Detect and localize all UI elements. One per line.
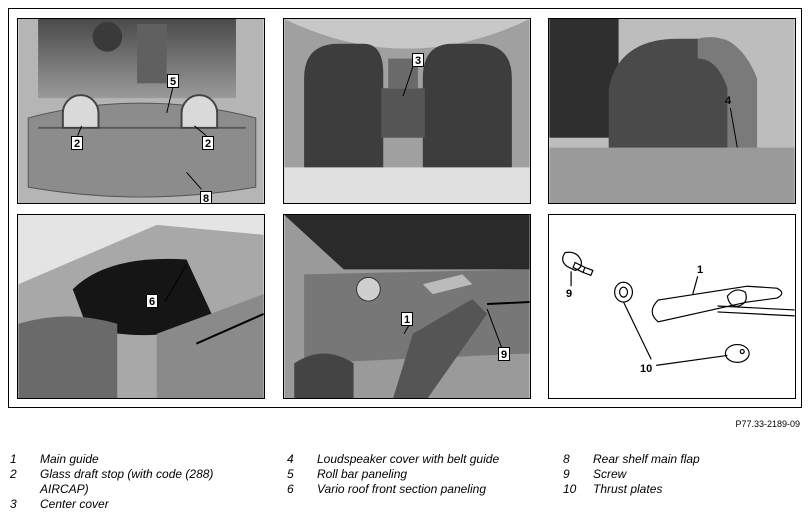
callout-10-drawing: 10 <box>640 363 653 375</box>
legend-text: Rear shelf main flap <box>593 452 700 466</box>
legend-item: 8 Rear shelf main flap <box>563 452 803 467</box>
legend-number: 4 <box>287 452 294 466</box>
panel-exploded-parts: 9 1 10 <box>548 214 796 399</box>
legend-number: 9 <box>563 467 570 481</box>
legend-item: 9 Screw <box>563 467 803 482</box>
legend-text: Glass draft stop (with code (288) AIRCAP… <box>40 467 214 496</box>
rear-shelf-photo <box>18 19 264 203</box>
legend-column-3: 8 Rear shelf main flap 9 Screw 10 Thrust… <box>563 452 803 497</box>
legend-item: 6 Vario roof front section paneling <box>287 482 557 497</box>
legend-text: Screw <box>593 467 627 481</box>
callout-6: 6 <box>146 294 159 308</box>
legend-column-1: 1 Main guide 2 Glass draft stop (with co… <box>10 452 250 512</box>
callout-1: 1 <box>401 312 414 326</box>
vario-roof-photo <box>18 215 264 398</box>
legend-text: Roll bar paneling <box>317 467 408 481</box>
legend-text: Thrust plates <box>593 482 663 496</box>
legend-item: 1 Main guide <box>10 452 250 467</box>
exploded-parts-drawing <box>549 215 795 398</box>
legend-item: 3 Center cover <box>10 497 250 512</box>
legend-number: 1 <box>10 452 17 466</box>
legend-number: 8 <box>563 452 570 466</box>
panel-rear-shelf-top-view: 2 2 5 8 <box>17 18 265 204</box>
center-cover-photo <box>284 19 530 203</box>
panel-loudspeaker-cover: 4 <box>548 18 796 204</box>
panel-center-cover: 3 <box>283 18 531 204</box>
panel-vario-roof-paneling: 6 <box>17 214 265 399</box>
callout-2-left: 2 <box>71 136 84 150</box>
legend-text: Loudspeaker cover with belt guide <box>317 452 500 466</box>
callout-3: 3 <box>412 53 425 67</box>
callout-5: 5 <box>167 74 180 88</box>
callout-2-right: 2 <box>202 136 215 150</box>
callout-8: 8 <box>200 191 213 203</box>
legend-column-2: 4 Loudspeaker cover with belt guide 5 Ro… <box>287 452 557 497</box>
legend-item: 4 Loudspeaker cover with belt guide <box>287 452 557 467</box>
main-guide-photo <box>284 215 530 398</box>
callout-1-drawing: 1 <box>697 264 704 276</box>
legend-number: 6 <box>287 482 294 496</box>
loudspeaker-cover-photo <box>549 19 795 203</box>
legend-item: 2 Glass draft stop (with code (288) AIRC… <box>10 467 250 497</box>
legend-text: Main guide <box>40 452 99 466</box>
legend-number: 3 <box>10 497 17 511</box>
figure-frame: 2 2 5 8 3 4 <box>8 8 802 408</box>
legend-number: 2 <box>10 467 17 481</box>
callout-9: 9 <box>498 347 511 361</box>
figure-id: P77.33-2189-09 <box>735 419 800 429</box>
legend-item: 10 Thrust plates <box>563 482 803 497</box>
callout-9-drawing: 9 <box>566 288 573 300</box>
legend-text: Center cover <box>40 497 109 511</box>
callout-4: 4 <box>725 95 732 107</box>
panel-main-guide-mechanism: 1 9 <box>283 214 531 399</box>
legend-number: 10 <box>563 482 577 496</box>
legend-text: Vario roof front section paneling <box>317 482 486 496</box>
legend-item: 5 Roll bar paneling <box>287 467 557 482</box>
legend-number: 5 <box>287 467 294 481</box>
